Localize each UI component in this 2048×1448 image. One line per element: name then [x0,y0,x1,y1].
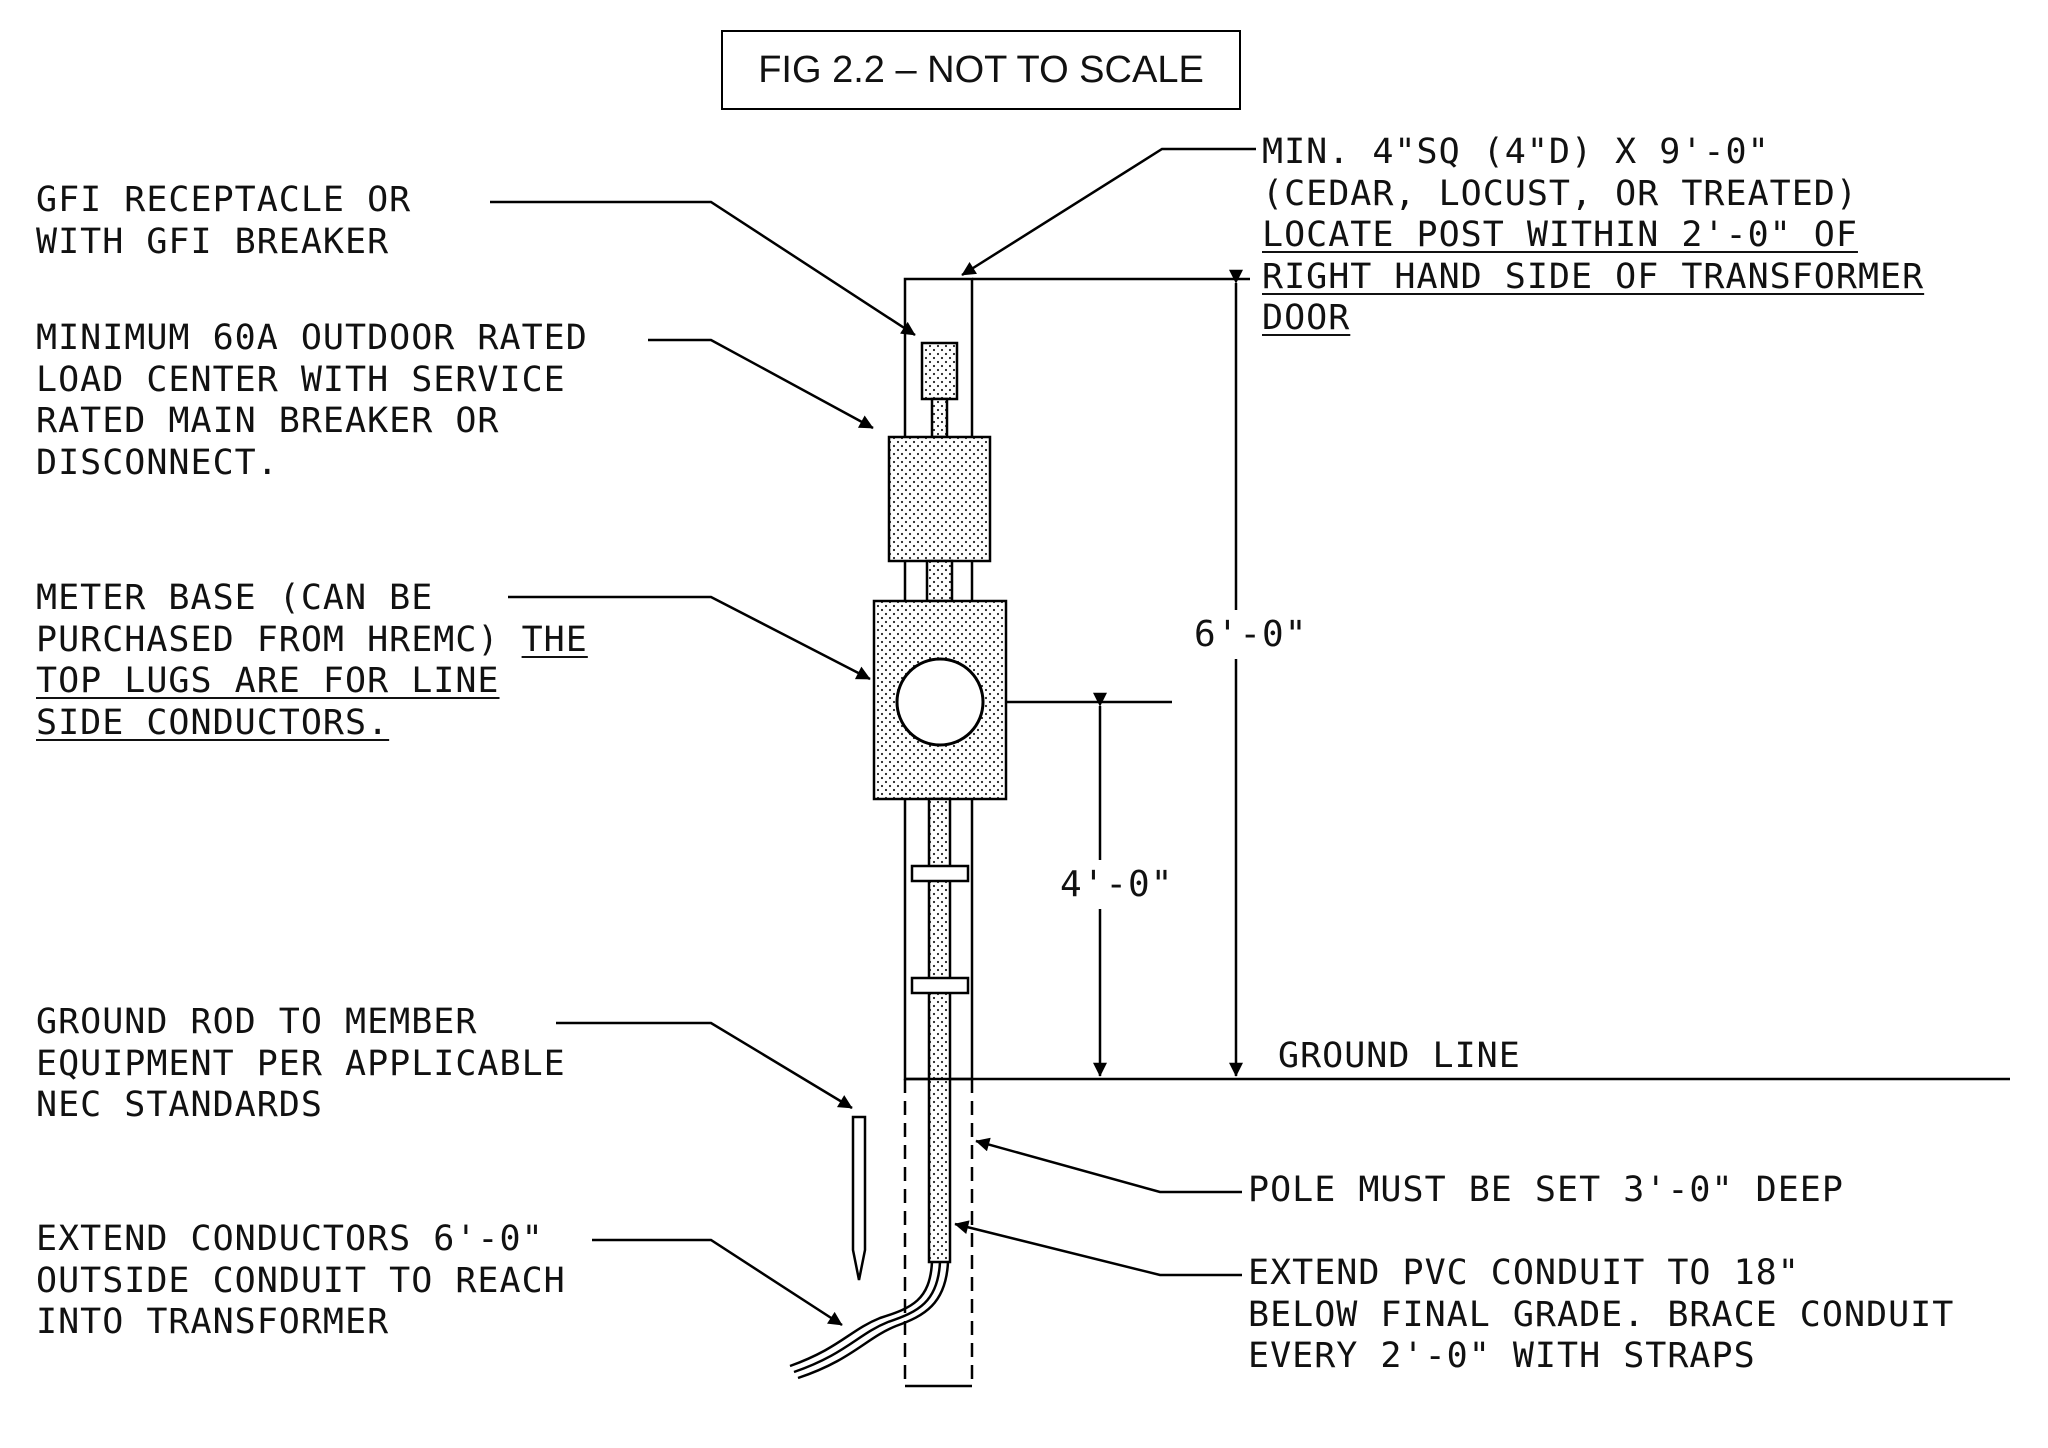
leader-ground-rod [556,1021,853,1110]
load-center [887,435,992,563]
leader-load-center [648,338,874,430]
gfi-receptacle [920,341,959,401]
label-post: MIN. 4"SQ (4"D) X 9'-0"(CEDAR, LOCUST, O… [1262,132,1925,338]
leader-pvc-conduit [954,1220,1242,1277]
conductors [789,1261,950,1380]
dim-6ft-label: 6'-0" [1192,610,1310,659]
leader-post [961,147,1256,277]
figure-title: FIG 2.2 – NOT TO SCALE [721,30,1241,110]
dim-4ft-label: 4'-0" [1058,860,1176,909]
ground-rod [851,1115,867,1281]
leader-gfi [490,200,916,337]
label-extend-conductors: EXTEND CONDUCTORS 6'-0"OUTSIDE CONDUIT T… [36,1219,566,1342]
conduit-strap-1 [910,864,970,883]
leader-pole-depth [975,1137,1242,1194]
label-pole-depth: POLE MUST BE SET 3'-0" DEEP [1248,1170,1844,1210]
label-ground-line: GROUND LINE [1278,1036,1521,1076]
label-pvc-conduit: EXTEND PVC CONDUIT TO 18"BELOW FINAL GRA… [1248,1253,1955,1376]
leader-extend-conductors [592,1238,843,1327]
conduit-strap-2 [910,976,970,995]
load-center-nipple [925,559,954,603]
meter-socket [895,657,985,747]
leader-meter-base [508,595,871,681]
gfi-conduit-nipple [930,397,949,439]
